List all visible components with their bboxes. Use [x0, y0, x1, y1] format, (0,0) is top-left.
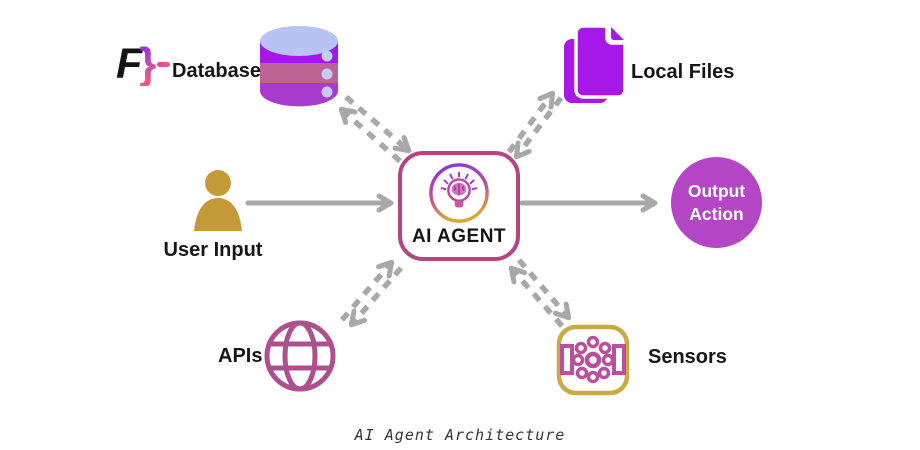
arrow-agent-to-localfiles [506, 90, 556, 154]
local-files-icon [564, 24, 627, 103]
apis-label: APIs [218, 345, 263, 367]
arrow-agent-to-apis [348, 266, 404, 328]
output-action-line2: Action [689, 203, 744, 224]
user-icon [194, 170, 242, 231]
local-files-label: Local Files [631, 61, 735, 83]
f-logo-tail [157, 61, 171, 67]
agent-brain-bulb-icon [429, 163, 489, 223]
arrow-localfiles-to-agent [513, 96, 564, 160]
f-logo-letter: F [116, 39, 143, 88]
database-label: Database [172, 60, 261, 82]
diagram-caption: AI Agent Architecture [354, 426, 566, 444]
database-icon [260, 26, 338, 107]
user-input-label: User Input [163, 239, 263, 261]
f-logo: F } [116, 39, 171, 88]
sensors-icon [556, 324, 630, 396]
f-logo-brace: } [139, 39, 157, 88]
sensors-label: Sensors [648, 346, 727, 368]
output-action-node: Output Action [671, 157, 762, 248]
output-action-line1: Output [687, 180, 746, 201]
globe-icon [264, 320, 336, 392]
arrow-sensors-to-agent [508, 265, 565, 328]
ai-agent-node: AI AGENT [398, 151, 520, 261]
ai-agent-label: AI AGENT [411, 226, 507, 247]
arrow-apis-to-agent [339, 259, 395, 322]
arrow-agent-to-database [338, 106, 402, 164]
arrow-database-to-agent [344, 94, 412, 154]
arrow-agent-to-sensors [516, 258, 572, 321]
